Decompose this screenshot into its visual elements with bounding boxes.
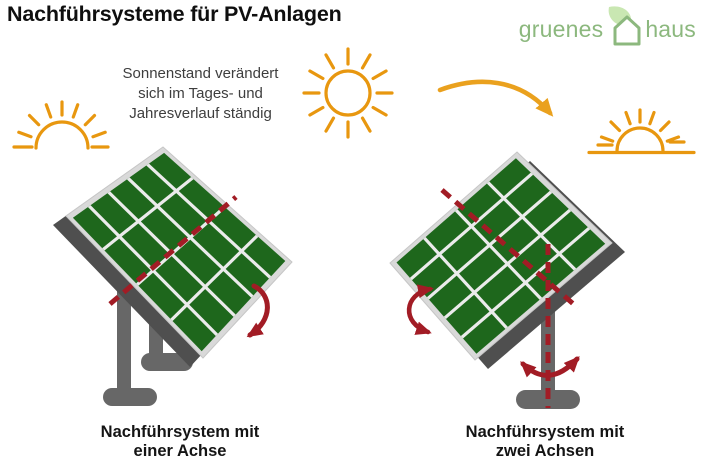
tilt-axis-dashed-line: [108, 195, 238, 306]
tilt-rotation-arrow: [246, 283, 270, 338]
caption-line: sich im Tages- und: [138, 85, 263, 102]
caption-line: Jahresverlauf ständig: [129, 105, 272, 122]
sun-position-caption: Sonnenstand verändert sich im Tages- und…: [83, 64, 318, 124]
solar-panel: [72, 152, 286, 352]
logo-word-gruenes: gruenes: [518, 16, 604, 42]
label-line: Nachführsystem mit: [465, 423, 625, 441]
label-line: Nachführsystem mit: [100, 423, 260, 441]
sunset-icon: [587, 108, 696, 155]
sunrise-icon: [12, 100, 110, 150]
tilt-rotation-arrow: [406, 284, 434, 335]
sun-path-arrow-icon: [437, 79, 554, 117]
dual-axis-tracker: [389, 151, 625, 409]
page-title: Nachführsysteme für PV-Anlagen: [7, 2, 342, 26]
brand-logo: gruenes haus: [519, 6, 696, 49]
pan-rotation-arrow: [520, 356, 580, 378]
logo-word-haus: haus: [645, 16, 696, 42]
tilt-axis-dashed-line: [440, 188, 580, 310]
sun-icon: [302, 47, 394, 139]
label-line: einer Achse: [133, 442, 227, 460]
dual-axis-label: Nachführsystem mit zwei Achsen: [420, 423, 670, 461]
single-axis-tracker: [53, 146, 293, 406]
panel-grid: [405, 168, 595, 342]
house-leaf-icon: [608, 6, 641, 46]
caption-line: Sonnenstand verändert: [122, 65, 279, 82]
single-axis-label: Nachführsystem mit einer Achse: [55, 423, 305, 461]
label-line: zwei Achsen: [495, 442, 595, 460]
